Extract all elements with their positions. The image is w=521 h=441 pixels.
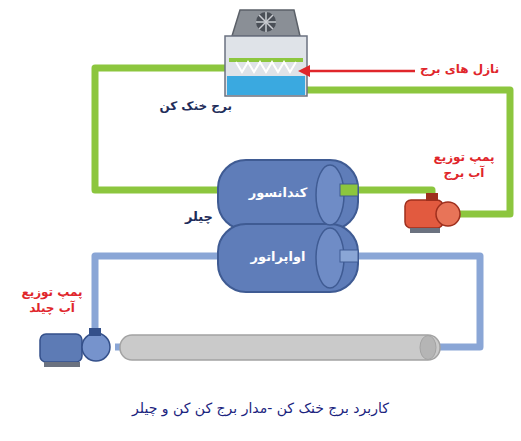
- leader-line: [306, 70, 415, 73]
- chiller-label: چیلر: [185, 208, 213, 226]
- caption: کاربرد برج خنک کن -مدار برج کن کن و چیلر: [0, 400, 521, 416]
- evaporator: اواپراتور: [218, 226, 358, 292]
- condenser-label: کندانسور: [226, 184, 330, 202]
- pipe: [358, 190, 432, 195]
- cooling-tower-drawing: [225, 10, 307, 96]
- pipe: [95, 68, 225, 190]
- tower-pump-label: پمپ توزیع آب برج: [430, 149, 498, 181]
- cooling-tower-label: برج خنک کن: [159, 98, 232, 114]
- chiller: چیلرکندانسوراواپراتور: [218, 160, 358, 292]
- evaporator-label: اواپراتور: [226, 248, 330, 266]
- pipe: [95, 256, 218, 328]
- load-cylinder: [120, 335, 440, 360]
- condenser: کندانسور: [218, 160, 358, 226]
- tower-pump-drawing: [405, 193, 460, 233]
- arrow-head: [298, 65, 310, 77]
- chilled-pump-drawing: [40, 328, 110, 367]
- chilled-pump: پمپ توزیع آب چیلد: [40, 328, 115, 368]
- nozzle-label: نازل های برج: [418, 62, 501, 76]
- chiller-drawing: [218, 160, 358, 292]
- chilled-pump-label: پمپ توزیع آب چیلد: [18, 284, 86, 316]
- cooling-tower: برج خنک کن: [225, 18, 307, 96]
- tower-pump: پمپ توزیع آب برج: [405, 195, 460, 233]
